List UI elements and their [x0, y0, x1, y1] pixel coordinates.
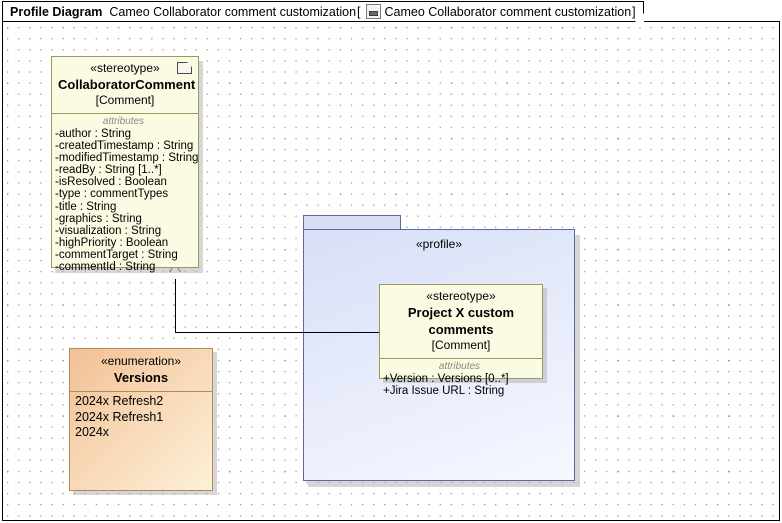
diagram-owner-label: Cameo Collaborator comment customization	[384, 4, 632, 19]
attribute-row[interactable]: -graphics : String	[55, 212, 142, 225]
attribute-row[interactable]: -author : String	[55, 128, 132, 140]
diagram-title-tab[interactable]: Profile Diagram Cameo Collaborator comme…	[2, 1, 644, 22]
collaborator-comment-class[interactable]: «stereotype» CollaboratorComment [Commen…	[51, 56, 199, 273]
attribute-row[interactable]: -readBy : String [1..*]	[55, 164, 162, 177]
project-x-separator	[380, 358, 542, 359]
attribute-row[interactable]: -createdTimestamp : String	[55, 140, 194, 153]
attribute-row[interactable]: +Jira Issue URL : String	[383, 385, 505, 398]
diagram-icon-corner	[375, 5, 380, 9]
project-x-header: «stereotype» Project X custom comments […	[380, 285, 542, 358]
attribute-row[interactable]: -modifiedTimestamp : String	[55, 152, 199, 165]
note-icon	[177, 62, 192, 74]
diagram-icon-bar	[368, 11, 378, 16]
profile-package-tab[interactable]	[303, 215, 401, 230]
collaborator-comment-attributes: attributes -author : String -createdTime…	[52, 114, 198, 276]
diagram-kind-label: Profile Diagram	[10, 4, 103, 19]
generalization-line-horizontal[interactable]	[175, 332, 382, 333]
attribute-row[interactable]: -isResolved : Boolean	[55, 176, 167, 189]
enum-literal[interactable]: 2024x Refresh2	[75, 394, 164, 408]
attribute-row[interactable]: -type : commentTypes	[55, 188, 169, 201]
attribute-row[interactable]: -highPriority : Boolean	[55, 236, 169, 249]
attribute-row[interactable]: -commentId : String	[55, 261, 156, 274]
bracket-open: [	[357, 4, 361, 19]
diagram-name-label: Cameo Collaborator comment customization	[109, 4, 357, 19]
attribute-row[interactable]: +Version : Versions [0..*]	[383, 373, 509, 385]
collaborator-comment-stereotype: «stereotype»	[90, 61, 160, 75]
collaborator-comment-name: CollaboratorComment	[58, 77, 196, 92]
attributes-compartment-label: attributes	[438, 361, 481, 372]
attribute-row[interactable]: -commentTarget : String	[55, 248, 178, 261]
project-x-attributes: attributes +Version : Versions [0..*] +J…	[380, 359, 542, 400]
versions-enumeration-name: Versions	[113, 370, 169, 385]
diagram-canvas[interactable]: «profile» «stereotype» CollaboratorComme…	[2, 21, 780, 521]
project-x-base: [Comment]	[431, 338, 491, 352]
versions-enumeration-separator	[70, 391, 212, 392]
versions-enumeration-literals: 2024x Refresh2 2024x Refresh1 2024x	[70, 392, 212, 441]
collaborator-comment-header: «stereotype» CollaboratorComment [Commen…	[52, 57, 198, 113]
project-x-stereotype-class[interactable]: «stereotype» Project X custom comments […	[379, 284, 543, 397]
note-icon-fold	[187, 62, 192, 67]
versions-enumeration-stereotype: «enumeration»	[100, 354, 182, 368]
profile-package-stereotype-label: «profile»	[415, 237, 463, 251]
project-x-name: Project X custom comments	[407, 305, 515, 337]
attribute-row[interactable]: -title : String	[55, 200, 117, 213]
attribute-row[interactable]: -visualization : String	[55, 224, 162, 237]
generalization-line-vertical[interactable]	[175, 279, 176, 333]
bracket-close: ]	[632, 4, 636, 19]
project-x-stereotype-label: «stereotype»	[426, 289, 496, 303]
versions-enumeration-header: «enumeration» Versions	[70, 349, 212, 391]
collaborator-comment-separator	[52, 113, 198, 114]
versions-enumeration[interactable]: «enumeration» Versions 2024x Refresh2 20…	[69, 348, 213, 491]
enum-literal[interactable]: 2024x Refresh1	[75, 409, 164, 424]
diagram-icon	[365, 4, 381, 19]
enum-literal[interactable]: 2024x	[75, 425, 110, 439]
collaborator-comment-base: [Comment]	[95, 93, 155, 107]
attributes-compartment-label: attributes	[102, 116, 145, 127]
